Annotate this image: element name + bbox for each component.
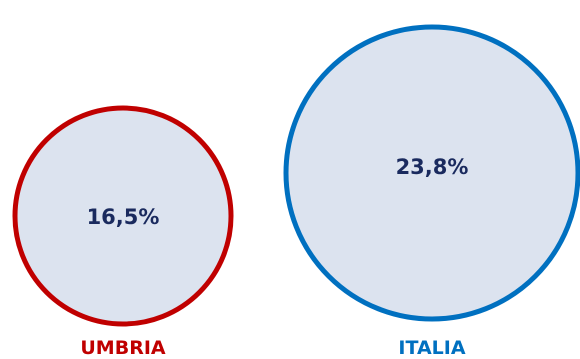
value-label-italia: 23,8%	[396, 155, 469, 179]
category-label-umbria: UMBRIA	[80, 337, 166, 359]
bubble-italia	[283, 24, 580, 322]
bubble-umbria	[12, 105, 234, 327]
value-label-umbria: 16,5%	[87, 205, 160, 229]
category-label-italia: ITALIA	[398, 337, 465, 359]
